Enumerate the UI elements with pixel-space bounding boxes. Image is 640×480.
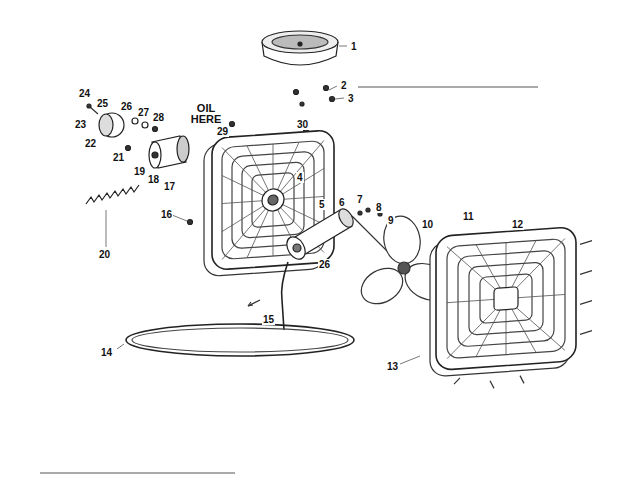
callout-number: 19	[133, 166, 146, 177]
rule-line	[40, 472, 235, 473]
screw	[230, 122, 235, 127]
front-grille	[494, 287, 518, 311]
callout-number: 14	[100, 347, 113, 358]
fan-blade	[398, 262, 410, 274]
top-cap	[262, 31, 338, 53]
callout-number: 17	[163, 181, 176, 192]
screw	[300, 102, 304, 106]
leader-line	[400, 356, 420, 364]
callout-number: 22	[84, 138, 97, 149]
rear-grille	[212, 130, 334, 271]
top-cap	[298, 42, 302, 46]
callout-number: 2	[340, 80, 348, 91]
callout-number: 8	[375, 202, 383, 213]
knob	[87, 104, 91, 108]
callout-number: 25	[96, 98, 109, 109]
screw	[294, 90, 299, 95]
spring	[106, 210, 107, 247]
bearing-housing	[152, 152, 158, 158]
spring	[86, 185, 139, 247]
callout-number: 18	[147, 174, 160, 185]
leader-line	[172, 215, 187, 221]
front-grille	[436, 227, 576, 371]
screw	[188, 220, 193, 225]
bearing-housing	[149, 142, 161, 168]
bearing-housing	[149, 136, 189, 168]
base-ring	[126, 324, 354, 356]
callout-number: 20	[98, 249, 111, 260]
callout-number: 26	[120, 101, 133, 112]
bearing-housing	[177, 136, 189, 162]
leader-line	[335, 98, 344, 99]
front-grille	[447, 238, 565, 358]
motor-housing	[293, 244, 301, 252]
motor-housing	[283, 206, 398, 262]
stem	[248, 302, 253, 306]
washer	[153, 127, 158, 132]
leader-line	[339, 46, 347, 47]
top-cap	[272, 35, 328, 49]
motor-housing	[336, 206, 356, 229]
washer	[132, 118, 138, 124]
front-grille	[447, 238, 565, 358]
callout-number: 27	[137, 107, 150, 118]
rear-grille	[268, 195, 278, 206]
front-grille	[430, 226, 592, 393]
base-ring	[117, 344, 124, 349]
fan-blade	[355, 261, 409, 311]
stem	[282, 262, 288, 330]
callout-number: 26	[318, 259, 331, 270]
rear-grille	[204, 130, 334, 277]
base-ring	[117, 324, 354, 356]
motor-housing	[283, 234, 309, 263]
washer	[126, 146, 131, 151]
callout-number: 12	[511, 219, 524, 230]
callout-number: 28	[152, 112, 165, 123]
screw	[324, 86, 329, 91]
washer	[142, 122, 148, 128]
knob	[99, 114, 113, 136]
callout-number: 1	[350, 41, 358, 52]
callout-number: 24	[78, 88, 91, 99]
callout-number: 7	[356, 194, 364, 205]
callout-number: 5	[318, 199, 326, 210]
callout-number: 23	[74, 119, 87, 130]
leader-line	[172, 46, 420, 364]
callout-number: 4	[296, 172, 304, 183]
callout-number: 6	[338, 197, 346, 208]
motor-housing	[366, 208, 370, 212]
screw	[330, 97, 335, 102]
base-ring	[132, 328, 348, 352]
callout-number: 16	[160, 209, 173, 220]
fan-blade	[380, 213, 424, 267]
knob	[100, 113, 124, 137]
callout-number: 10	[421, 219, 434, 230]
callout-number: 29	[216, 126, 229, 137]
motor-housing	[358, 211, 362, 215]
callout-number: 30	[296, 119, 309, 130]
callout-number: 9	[387, 215, 395, 226]
note-text: OIL HERE	[188, 103, 224, 125]
spring	[86, 185, 139, 204]
rear-grille	[262, 188, 284, 212]
callout-number: 15	[262, 314, 275, 325]
callout-number: 13	[386, 361, 399, 372]
front-grille	[454, 241, 592, 392]
callout-number: 11	[462, 211, 475, 222]
callout-number: 3	[347, 93, 355, 104]
callout-number: 21	[112, 152, 125, 163]
rule-line	[358, 86, 538, 87]
leader-line	[329, 86, 337, 90]
stem	[248, 300, 260, 306]
stem	[248, 262, 288, 330]
top-cap	[262, 31, 338, 65]
